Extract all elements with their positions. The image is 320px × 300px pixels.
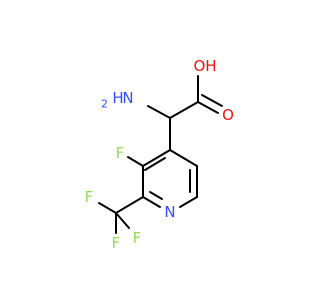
bond-cf3-f1 (98, 202, 117, 214)
bond-alpha-nh2 (147, 105, 171, 119)
bond-c-o-double-b (201, 94, 223, 107)
cf3-fluorine-2-label: F (133, 229, 142, 247)
bond-group (98, 75, 223, 234)
ring-fluorine-label: F (116, 144, 125, 162)
bond-c-o-double-a (197, 101, 219, 114)
nh2-subscript-label: 2 (101, 98, 108, 111)
ring-nitrogen-label: N (164, 203, 175, 221)
bond-ring-c4-c3 (142, 149, 171, 167)
bond-ring-c2-n (142, 196, 161, 208)
bond-c2-cf3 (115, 196, 144, 214)
cf3-fluorine-3-label: F (112, 234, 121, 252)
bond-cf3-f2 (115, 212, 130, 229)
bond-alpha-carboxyl (169, 101, 199, 119)
cf3-fluorine-1-label: F (85, 188, 94, 206)
nh2-h-label: H (112, 89, 123, 107)
bond-ring-c5-c4 (169, 149, 198, 167)
o-label: O (222, 106, 234, 124)
structure-canvas: OH O N H 2 F N F F F (85, 57, 234, 252)
label-group: OH O N H 2 F N F F F (85, 57, 234, 252)
bond-ring-c2-n-inner (149, 191, 163, 200)
molecule-drawing: OH O N H 2 F N F F F (85, 57, 234, 252)
bond-ring-n-c6 (179, 196, 198, 208)
bond-ring-c4-c3-inner (144, 157, 166, 171)
bond-c3-f (127, 156, 144, 167)
nh2-n-label: N (122, 89, 133, 107)
oh-label: OH (193, 57, 216, 75)
